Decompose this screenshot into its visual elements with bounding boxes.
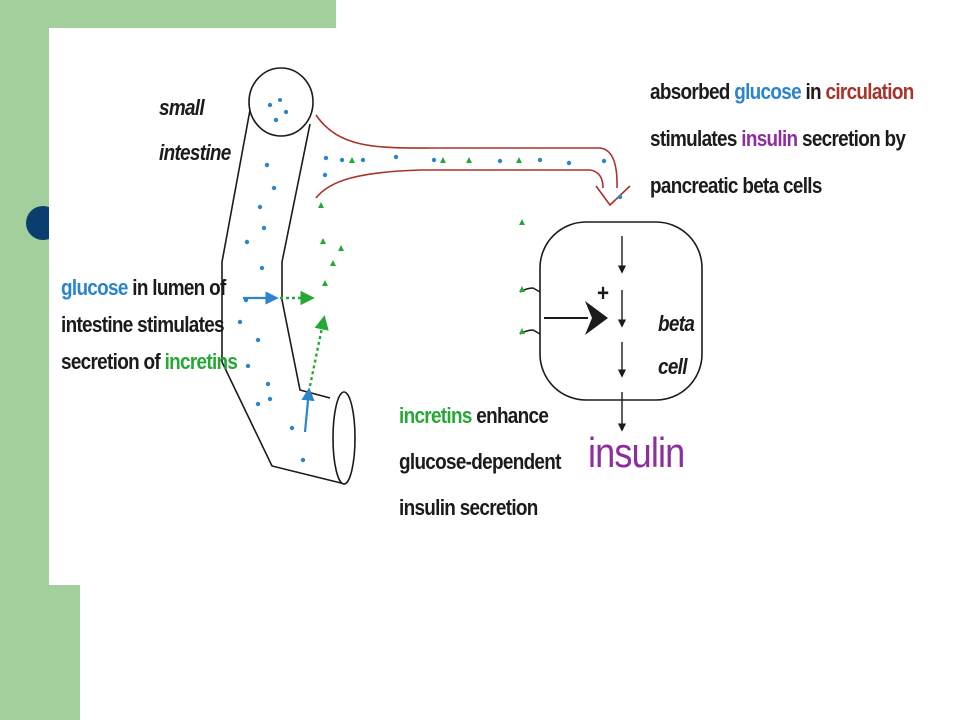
circulation-vessel xyxy=(315,114,631,207)
receptors xyxy=(519,287,541,335)
small-intestine-label: small intestine xyxy=(159,95,231,165)
incretin-triangle-icons xyxy=(318,157,525,334)
slide-green-band-top xyxy=(0,0,336,28)
slide-green-band-bottom xyxy=(0,585,80,720)
glucose-arrow-icons xyxy=(243,291,315,433)
lumen-caption: glucose in lumen of intestine stimulates… xyxy=(61,275,238,374)
beta-cell-label: beta cell xyxy=(658,311,695,379)
circulation-caption: absorbed glucose in circulation stimulat… xyxy=(650,79,914,198)
plus-sign: + xyxy=(597,280,609,307)
incretin-arrow-icons xyxy=(280,290,329,387)
incretin-caption: incretins enhance glucose-dependent insu… xyxy=(399,403,561,520)
insulin-output-label: insulin xyxy=(588,429,685,476)
small-intestine-tube xyxy=(221,67,356,485)
diagram-panel xyxy=(49,28,960,585)
beta-cell xyxy=(539,221,703,401)
stimulation-arrow-icon xyxy=(544,301,608,335)
